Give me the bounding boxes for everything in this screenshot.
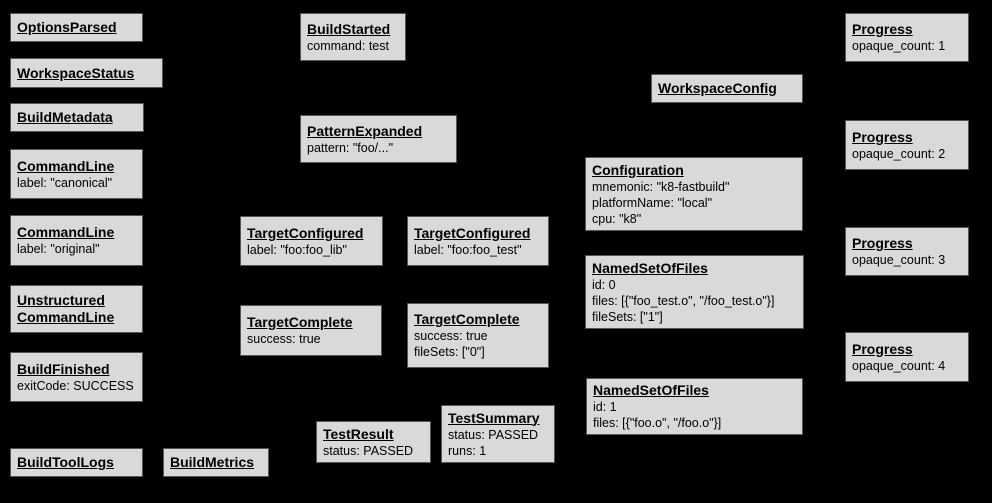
event-node-body: label: "canonical" [17,175,136,191]
event-node-field: mnemonic: "k8-fastbuild" [592,179,730,194]
event-node-field: pattern: "foo/..." [307,140,394,155]
event-node-field: opaque_count: 2 [852,146,946,161]
event-node-body: id: 1 files: [{"foo.o", "/foo.o"}] [593,399,796,431]
event-node-field: command: test [307,38,389,53]
event-node-body: mnemonic: "k8-fastbuild"platformName: "l… [592,179,796,227]
event-node-field: files: [{"foo.o", "/foo.o"}] [593,416,722,430]
event-node-field: label: "foo:foo_test" [414,242,522,257]
event-node-title: TestResult [323,425,394,442]
event-node-field: success: true [414,329,488,343]
event-node-body: pattern: "foo/..." [307,140,450,156]
event-node-build-metadata: BuildMetadata [10,103,144,132]
event-node-field: label: "canonical" [17,175,113,190]
event-node-body: opaque_count: 1 [852,38,962,54]
event-node-body: label: "original" [17,241,136,257]
event-node-body: opaque_count: 4 [852,358,962,374]
event-node-workspace-config: WorkspaceConfig [651,74,803,103]
event-node-title: PatternExpanded [307,122,423,139]
event-node-target-configured-foo-test: TargetConfigured label: "foo:foo_test" [407,216,549,266]
event-node-field: fileSets: ["0"] [414,345,485,359]
event-node-field: opaque_count: 3 [852,253,946,267]
event-node-build-metrics: BuildMetrics [163,448,269,477]
event-node-options-parsed: OptionsParsed [10,13,143,42]
event-node-test-result: TestResult status: PASSED [316,421,431,463]
event-node-title: Progress [852,235,913,251]
event-node-title: CommandLine [17,157,115,174]
event-node-field: runs: 1 [448,443,487,458]
event-node-title: BuildToolLogs [17,454,114,470]
event-node-unstructured-command-line: Unstructured CommandLine [10,285,143,333]
event-node-field: files: [{"foo_test.o", "/foo_test.o"}] [592,293,775,308]
event-node-field: platformName: "local" [592,195,713,210]
event-node-field: id: 1 [593,400,617,414]
event-node-title: NamedSetOfFiles [593,382,709,398]
event-node-field: label: "original" [17,242,100,256]
event-node-field: opaque_count: 4 [852,358,946,373]
event-node-body: opaque_count: 2 [852,146,962,162]
event-node-title: BuildMetrics [170,454,255,470]
event-node-field: opaque_count: 1 [852,39,946,53]
event-node-field: fileSets: ["1"] [592,309,663,324]
event-node-target-complete-foo-test: TargetComplete success: true fileSets: ["… [407,303,549,368]
event-node-build-started: BuildStarted command: test [300,13,406,61]
event-node-progress-2: Progress opaque_count: 2 [845,120,969,170]
event-node-body: label: "foo:foo_lib" [247,242,376,258]
event-node-title: BuildMetadata [17,109,113,125]
event-node-title: BuildFinished [17,360,110,377]
event-node-title: WorkspaceStatus [17,64,135,81]
event-node-title: TargetComplete [414,311,520,327]
event-node-target-complete-foo-lib: TargetComplete success: true [240,305,382,356]
event-node-title: TestSummary [448,409,540,426]
event-node-pattern-expanded: PatternExpanded pattern: "foo/..." [300,115,457,163]
event-node-field: status: PASSED [448,427,539,442]
event-node-body: label: "foo:foo_test" [414,242,542,258]
event-node-target-configured-foo-lib: TargetConfigured label: "foo:foo_lib" [240,216,383,266]
event-node-named-set-of-files-1: NamedSetOfFiles id: 1 files: [{"foo.o", "… [586,378,803,435]
event-node-title: WorkspaceConfig [658,80,777,96]
event-node-field: success: true [247,332,321,346]
event-node-progress-4: Progress opaque_count: 4 [845,332,969,382]
event-node-body: success: true [247,331,375,347]
event-node-progress-3: Progress opaque_count: 3 [845,227,969,276]
event-node-configuration: Configuration mnemonic: "k8-fastbuild"pl… [585,157,803,231]
event-node-field: status: PASSED [323,443,414,458]
event-node-title: NamedSetOfFiles [592,259,708,276]
event-node-progress-1: Progress opaque_count: 1 [845,13,969,62]
event-node-title: OptionsParsed [17,19,117,35]
event-node-command-line-canonical: CommandLine label: "canonical" [10,149,143,199]
event-node-title: Progress [852,128,913,145]
event-node-workspace-status: WorkspaceStatus [10,58,163,88]
event-node-body: exitCode: SUCCESS [17,378,136,394]
event-node-build-tool-logs: BuildToolLogs [10,448,143,477]
event-node-title: Progress [852,21,913,37]
event-node-field: id: 0 [592,277,616,292]
event-node-body: command: test [307,38,399,54]
event-node-build-finished: BuildFinished exitCode: SUCCESS [10,352,143,402]
event-node-title: Unstructured CommandLine [17,292,115,325]
event-node-command-line-original: CommandLine label: "original" [10,215,143,266]
event-node-title: Progress [852,340,913,357]
event-node-title: Configuration [592,161,684,178]
event-node-body: success: true fileSets: ["0"] [414,328,542,360]
event-node-title: BuildStarted [307,20,391,37]
event-node-field: cpu: "k8" [592,211,642,226]
event-node-body: opaque_count: 3 [852,252,962,268]
event-node-title: TargetComplete [247,314,353,330]
event-node-title: TargetConfigured [414,224,531,241]
event-node-title: TargetConfigured [247,224,364,241]
event-node-field: exitCode: SUCCESS [17,378,134,393]
event-node-body: status: PASSED [323,443,424,459]
event-node-title: CommandLine [17,224,115,240]
event-node-field: label: "foo:foo_lib" [247,242,347,257]
